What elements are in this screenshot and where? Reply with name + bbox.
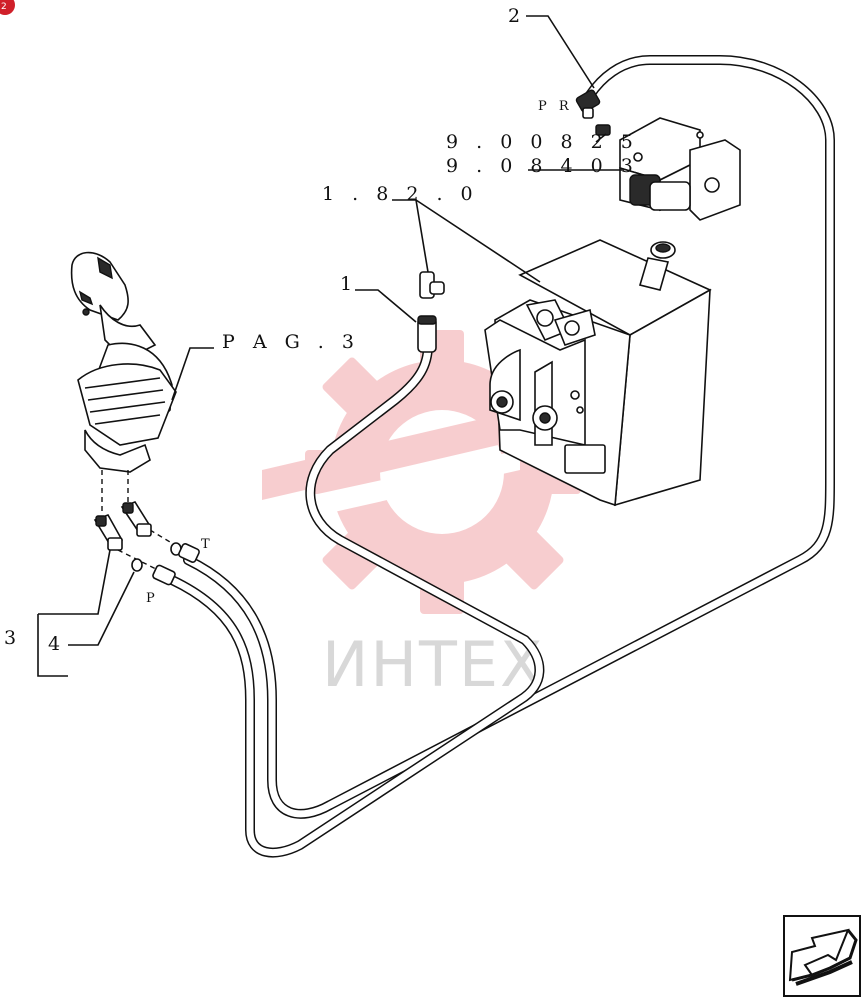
pressure-hose [167,340,545,858]
label-ref-1-82-0: 1 . 8 2 . 0 [322,183,479,205]
label-ref-9-00825: 9 . 0 0 8 2 5 [446,131,639,153]
hose-end-t [178,543,200,563]
svg-text:2: 2 [1,2,7,12]
label-part-4: 4 [48,633,66,655]
elbow-fitting-2 [120,501,152,537]
watermark-text: ИНТЕХ [322,628,545,701]
return-hose [183,55,835,819]
hose-end-p [152,564,176,586]
label-pr: P R [538,99,573,114]
label-part-3: 3 [4,627,22,649]
joystick [70,251,177,473]
hydraulic-tank [484,239,712,507]
elbow-fitting-1 [93,514,124,551]
leader-1 [355,289,417,323]
dashed-guide-3 [149,529,176,546]
leader-4 [68,571,135,646]
label-ref-9-08403: 9 . 0 8 4 0 3 [446,155,639,177]
leader-3 [38,549,111,615]
leader-1-82-0 [392,199,541,283]
red-circle-badge-icon: 2 [0,0,15,15]
leader-2 [526,15,595,89]
label-part-2: 2 [508,5,526,27]
bracket-3-4 [37,614,68,677]
label-pag-3: P A G . 3 [222,331,360,353]
label-port-t: T [201,537,214,552]
label-port-p: P [146,591,159,606]
pr-fitting [575,89,601,119]
leader-pag3 [171,347,214,401]
o-ring-2 [131,558,143,572]
next-page-arrow-icon[interactable] [783,915,861,997]
hose-fitting-1 [417,315,437,353]
leader-9-00825 [595,133,607,143]
label-part-1: 1 [340,273,358,295]
valve-block [595,117,741,221]
tee-fitting [419,271,445,299]
